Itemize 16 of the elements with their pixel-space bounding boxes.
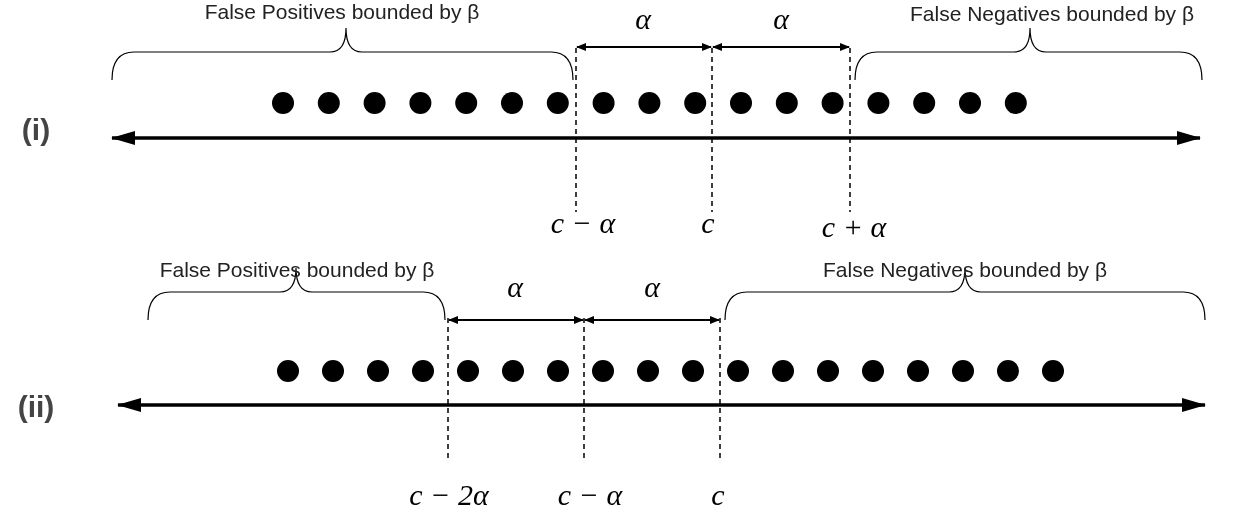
dimension-label: α bbox=[773, 2, 789, 35]
tick-label: c − α bbox=[550, 206, 616, 239]
tick-label: c − α bbox=[557, 478, 623, 511]
dimension-label: α bbox=[644, 270, 660, 303]
annotation-text: False Positives bounded by β bbox=[159, 258, 435, 282]
tick-label: c bbox=[701, 206, 715, 239]
row-label: (ii) bbox=[17, 390, 55, 423]
dimension-label: α bbox=[507, 270, 523, 303]
tick-label: c bbox=[711, 478, 725, 511]
tick-label: c + α bbox=[821, 210, 887, 243]
tick-label: c − 2α bbox=[409, 478, 489, 511]
annotation-text: False Negatives bounded by β bbox=[822, 258, 1108, 282]
annotation-text: False Negatives bounded by β bbox=[909, 2, 1195, 26]
row-label: (i) bbox=[21, 113, 51, 146]
annotation-text: False Positives bounded by β bbox=[204, 0, 480, 24]
dimension-label: α bbox=[635, 2, 651, 35]
